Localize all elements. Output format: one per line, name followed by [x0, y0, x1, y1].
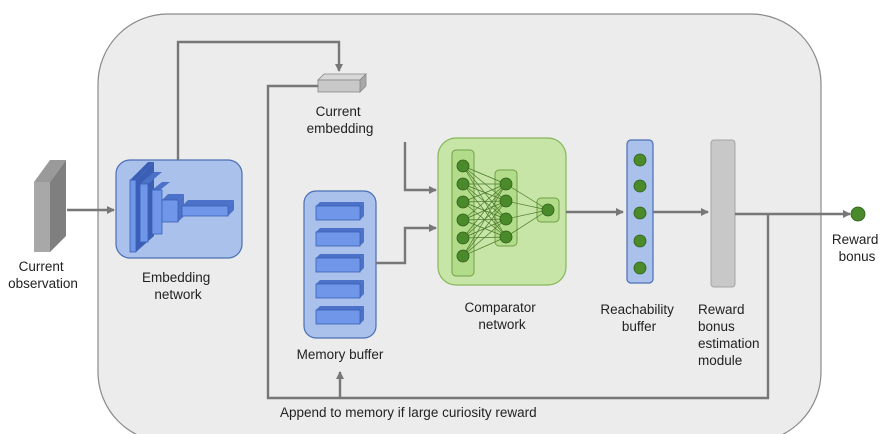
current-observation-label: Current observation	[8, 259, 78, 291]
comparator-network-graph	[451, 149, 560, 277]
current-embedding-block	[317, 73, 367, 93]
reward-estimation-module-label: Reward bonus estimation module	[698, 302, 763, 368]
memory-buffer-label: Memory buffer	[297, 347, 384, 362]
append-to-memory-label: Append to memory if large curiosity rewa…	[280, 405, 537, 420]
reward-estimation-module	[710, 139, 736, 288]
embedding-network-icon	[129, 162, 234, 253]
comparator-network-label: Comparator network	[464, 300, 539, 332]
reachability-buffer-values	[633, 153, 647, 275]
reward-bonus-label: Reward bonus	[832, 232, 882, 264]
arrow-current-embedding-to-comparator	[403, 142, 437, 194]
embedding-network-label: Embedding network	[142, 270, 214, 302]
memory-buffer-slots	[315, 202, 364, 325]
arrow-memory-to-comparator	[376, 224, 437, 265]
reward-bonus-output	[850, 206, 866, 222]
reachability-buffer-label: Reachability buffer	[600, 302, 677, 334]
feedback-loop-line	[266, 84, 770, 400]
observation-image	[34, 160, 66, 252]
arrow-embedding-to-current-embedding	[176, 40, 343, 160]
current-embedding-label: Current embedding	[307, 104, 374, 136]
